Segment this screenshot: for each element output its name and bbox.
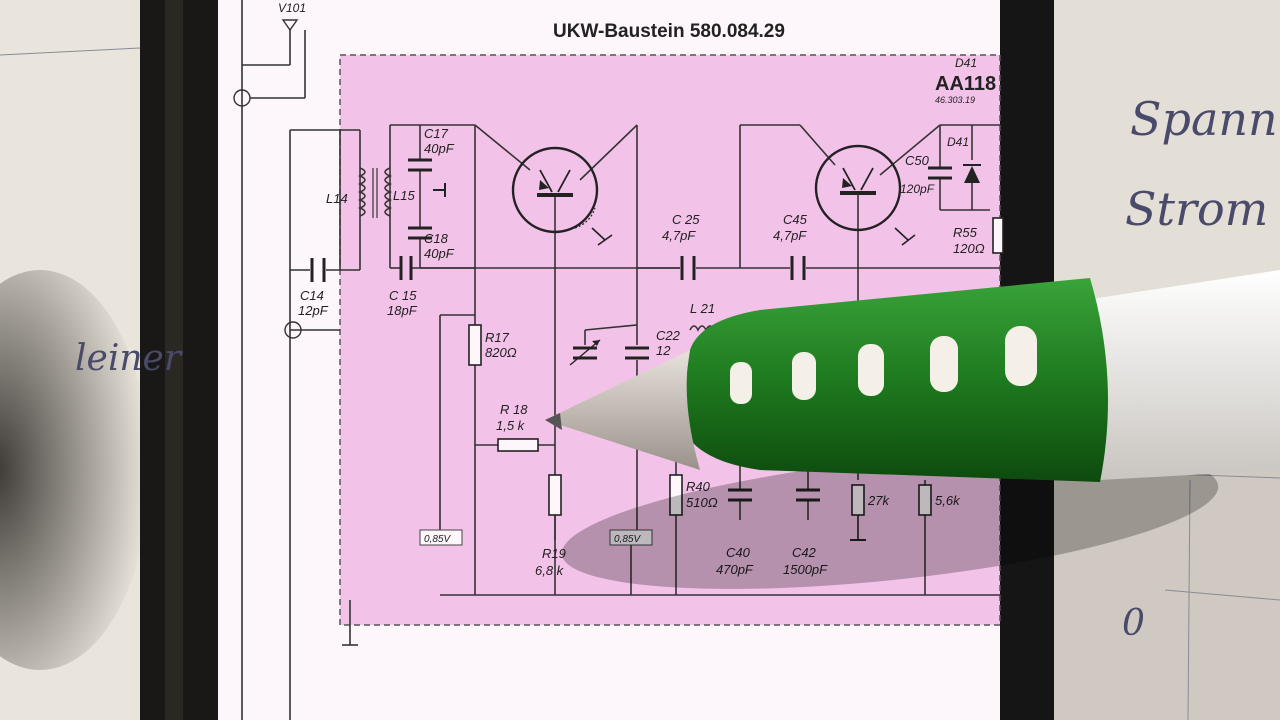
pen-white-body <box>1085 270 1280 480</box>
value-r17: 820Ω <box>485 345 517 360</box>
label-c42: C42 <box>792 545 817 560</box>
label-l14: L14 <box>326 191 348 206</box>
label-c18: C18 <box>424 231 449 246</box>
transistor-1 <box>511 146 613 246</box>
pen-green-body <box>680 278 1108 482</box>
label-c50: C50 <box>905 153 930 168</box>
label-c15: C 15 <box>389 288 417 303</box>
value-r56k: 5,6k <box>935 493 961 508</box>
label-c14: C14 <box>300 288 324 303</box>
tube-label: V101 <box>278 1 306 15</box>
value-r55: 120Ω <box>953 241 985 256</box>
value-c14: 12pF <box>298 303 329 318</box>
handwriting-right-1: Spann <box>1130 92 1278 146</box>
label-l15: L15 <box>393 188 415 203</box>
label-r55: R55 <box>953 225 978 240</box>
value-c22: 12 <box>656 343 671 358</box>
schematic-title: UKW-Baustein 580.084.29 <box>553 21 785 42</box>
left-shadow <box>0 270 150 670</box>
value-r19: 6,8 k <box>535 563 565 578</box>
diode-part: D41 <box>955 56 977 70</box>
voltage-box-2 <box>609 529 653 546</box>
pen <box>545 270 1280 589</box>
resistors <box>468 217 1004 516</box>
voltage-label-2: 0,85V <box>614 534 641 545</box>
value-c42: 1500pF <box>783 562 828 577</box>
coil-l15 <box>384 167 393 217</box>
left-bus <box>241 0 360 720</box>
diode-type: AA118 <box>935 73 996 95</box>
label-c17: C17 <box>424 126 449 141</box>
value-c17: 40pF <box>424 141 455 156</box>
handwriting-left: leiner <box>75 338 183 379</box>
capacitor-plates <box>310 158 952 502</box>
diode-d41 <box>964 166 980 183</box>
voltage-label-1: 0,85V <box>424 534 451 545</box>
voltage-box-1 <box>419 529 463 546</box>
value-c45: 4,7pF <box>773 228 807 243</box>
value-r27k: 27k <box>867 493 890 508</box>
label-r19: R19 <box>542 546 566 561</box>
label-c22: C22 <box>656 328 681 343</box>
pen-tip <box>545 350 700 470</box>
value-c15: 18pF <box>387 303 418 318</box>
pen-grip-holes <box>730 326 1037 404</box>
label-r18: R 18 <box>500 402 528 417</box>
label-c25: C 25 <box>672 212 700 227</box>
value-r40: 510Ω <box>686 495 718 510</box>
coil-l14 <box>357 167 366 217</box>
value-c40: 470pF <box>716 562 754 577</box>
label-d41-diode: D41 <box>947 135 969 149</box>
label-c45: C45 <box>783 212 808 227</box>
value-c25: 4,7pF <box>662 228 696 243</box>
label-l21: L 21 <box>690 301 715 316</box>
handwriting-right-3: 0 <box>1122 603 1145 644</box>
label-c40: C40 <box>726 545 751 560</box>
diode-partno: 46.303.19 <box>935 95 975 105</box>
label-r17: R17 <box>485 330 510 345</box>
transistor-2 <box>814 144 916 246</box>
label-r40: R40 <box>686 479 711 494</box>
value-c50: 120pF <box>900 182 935 196</box>
value-c18: 40pF <box>424 246 455 261</box>
handwriting-right-2: Strom <box>1125 182 1268 236</box>
value-r18: 1,5 k <box>496 418 526 433</box>
coil-l21 <box>689 325 715 332</box>
